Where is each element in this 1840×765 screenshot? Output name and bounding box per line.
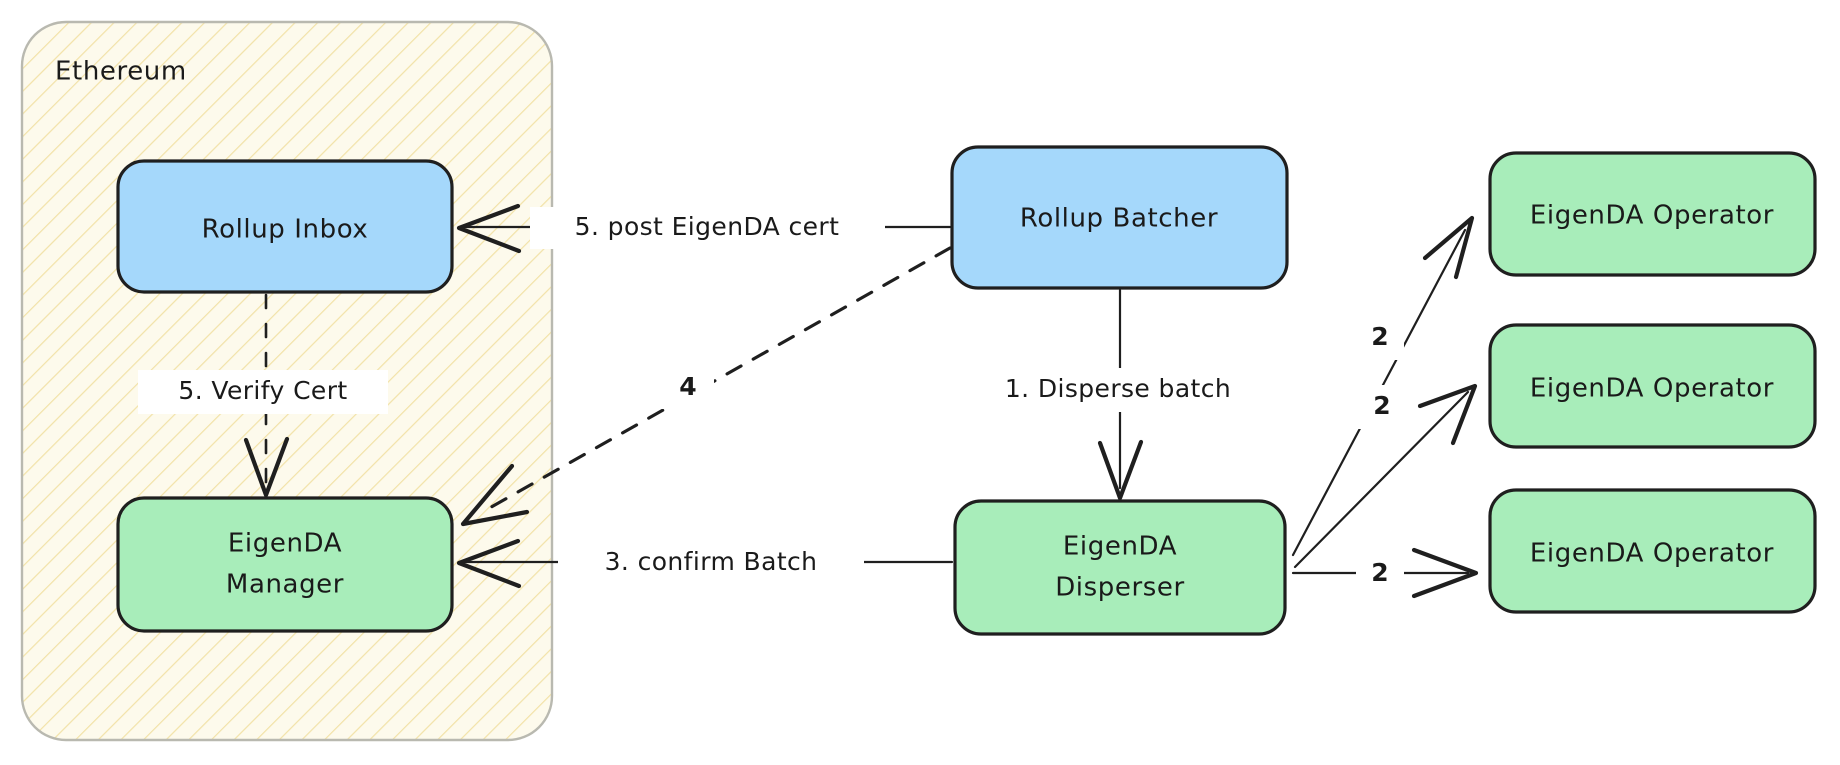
node-eigenda-manager-label-line2: Manager — [226, 570, 344, 600]
edge-store-operator-3: 2 — [1291, 547, 1479, 599]
edge-confirm-batch-label: 3. confirm Batch — [605, 547, 818, 576]
edge-store-operator-3-label: 2 — [1371, 558, 1388, 587]
edge-confirm-batch: 3. confirm Batch — [456, 538, 954, 589]
edge-disperse-batch: 1. Disperse batch — [968, 288, 1268, 501]
edge-post-eigenda-cert-label: 5. post EigenDA cert — [575, 212, 840, 241]
node-eigenda-operator-3-label: EigenDA Operator — [1530, 539, 1774, 569]
node-eigenda-disperser-label-line2: Disperser — [1055, 573, 1185, 603]
edge-post-eigenda-cert: 5. post EigenDA cert — [456, 203, 952, 254]
edge-four: 4 — [460, 246, 952, 527]
edge-verify-cert: 5. Verify Cert — [138, 293, 388, 498]
node-eigenda-manager-label-line1: EigenDA — [228, 529, 342, 559]
node-rollup-inbox-label: Rollup Inbox — [202, 215, 369, 245]
edge-four-label: 4 — [679, 372, 696, 401]
group-ethereum-label: Ethereum — [55, 57, 187, 87]
node-rollup-batcher-label: Rollup Batcher — [1020, 204, 1218, 234]
edge-store-operator-1-label: 2 — [1371, 322, 1388, 351]
node-eigenda-disperser[interactable]: EigenDA Disperser — [953, 499, 1287, 636]
node-eigenda-manager[interactable]: EigenDA Manager — [116, 496, 454, 633]
node-eigenda-disperser-label-line1: EigenDA — [1063, 532, 1177, 562]
node-eigenda-operator-2[interactable]: EigenDA Operator — [1488, 323, 1817, 449]
edge-disperse-batch-label: 1. Disperse batch — [1005, 374, 1231, 403]
node-rollup-inbox[interactable]: Rollup Inbox — [116, 159, 454, 294]
node-eigenda-operator-1[interactable]: EigenDA Operator — [1488, 151, 1817, 277]
node-eigenda-operator-2-label: EigenDA Operator — [1530, 374, 1774, 404]
node-rollup-batcher[interactable]: Rollup Batcher — [950, 145, 1289, 290]
edge-store-operator-2-label: 2 — [1373, 391, 1390, 420]
node-eigenda-operator-1-label: EigenDA Operator — [1530, 201, 1774, 231]
edge-store-operator-2: 2 — [1293, 383, 1478, 569]
node-eigenda-operator-3[interactable]: EigenDA Operator — [1488, 488, 1817, 614]
edge-verify-cert-label: 5. Verify Cert — [178, 376, 347, 405]
